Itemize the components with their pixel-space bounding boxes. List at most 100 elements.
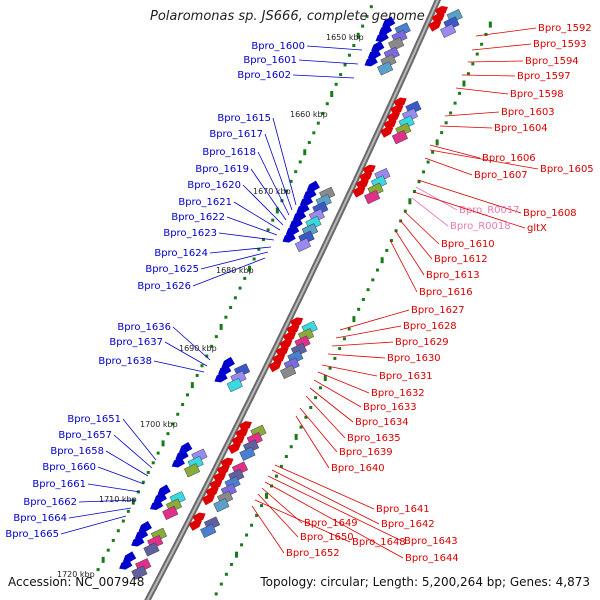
tick-mark	[214, 592, 218, 596]
gene-leader-line	[455, 87, 509, 95]
tick-mark	[333, 356, 337, 360]
gene-label-right: Bpro_1639	[339, 447, 393, 458]
gene-label-right: Bpro_1644	[405, 553, 459, 564]
gene-leader-line	[78, 499, 137, 503]
gene-arrow-left	[289, 217, 303, 229]
kbp-label: 1700 kbp	[140, 420, 178, 429]
gene-label-right: Bpro_1597	[517, 71, 571, 82]
tick-mark	[356, 32, 360, 39]
gene-block-right	[239, 446, 256, 461]
gene-leader-line	[233, 201, 281, 231]
gene-leader-line	[97, 466, 145, 485]
gene-label-left: Bpro_1620	[187, 180, 241, 191]
tick-mark	[369, 5, 373, 9]
gene-block-left	[162, 505, 179, 520]
gene-label-right: Bpro_1594	[525, 56, 579, 67]
tick-mark	[453, 101, 457, 105]
gene-label-left: Bpro_1665	[5, 529, 59, 540]
tick-mark	[412, 190, 416, 194]
tick-mark	[309, 405, 313, 409]
tick-mark	[440, 131, 444, 135]
tick-mark	[347, 53, 351, 57]
gene-leader-line	[292, 74, 355, 79]
gene-leader-line	[251, 505, 285, 554]
gene-arrow-left	[157, 484, 171, 496]
tick-mark	[289, 445, 293, 449]
tick-mark	[252, 257, 256, 261]
tick-mark	[417, 180, 421, 184]
gene-leader-line	[257, 151, 290, 216]
tick-mark	[444, 121, 448, 125]
tick-mark	[240, 543, 244, 547]
tick-mark	[480, 42, 484, 46]
gene-arrow-left	[221, 356, 235, 368]
gene-leader-line	[339, 309, 410, 331]
gene-label-left: Bpro_1617	[209, 129, 263, 140]
gene-leader-line	[271, 469, 380, 525]
tick-mark	[389, 239, 393, 243]
gene-label-left: Bpro_1619	[195, 164, 249, 175]
gene-leader-line	[295, 415, 330, 469]
tick-mark	[161, 440, 165, 447]
gene-leader-line	[327, 353, 386, 359]
tick-mark	[298, 160, 302, 164]
tick-mark	[274, 474, 278, 478]
gene-arrow-right	[380, 126, 394, 138]
gene-label-right: Bpro_1598	[510, 89, 564, 100]
gene-label-right: Bpro_1627	[411, 305, 465, 316]
tick-mark	[131, 498, 135, 505]
gene-arrow-left	[303, 187, 317, 199]
tick-mark	[238, 286, 242, 290]
kbp-label: 1710 kbp	[99, 495, 137, 504]
tick-mark	[375, 268, 379, 272]
gene-label-left: Bpro_1658	[50, 446, 104, 457]
gene-label-right: Bpro_1616	[419, 287, 473, 298]
kbp-label: 1690 kbp	[179, 344, 217, 353]
tick-mark	[294, 433, 298, 440]
tick-mark	[214, 335, 218, 339]
tick-mark	[403, 209, 407, 213]
gene-label-right: gltX	[527, 223, 547, 234]
tick-mark	[431, 150, 435, 154]
tick-mark	[366, 288, 370, 292]
gene-label-right: Bpro_1633	[363, 402, 417, 413]
gene-label-right: Bpro_1648	[352, 537, 406, 548]
tick-mark	[166, 432, 170, 436]
gene-arrow-left	[378, 23, 393, 35]
tick-mark	[339, 73, 343, 77]
tick-mark	[195, 373, 199, 377]
kbp-label: 1680 kbp	[216, 266, 254, 275]
tick-mark	[385, 248, 389, 252]
kbp-label: 1650 kbp	[326, 33, 364, 42]
tick-mark	[245, 533, 249, 537]
gene-arrow-left	[153, 491, 167, 503]
gene-leader-line	[299, 407, 338, 453]
gene-arrow-left	[218, 364, 232, 376]
gene-arrow-right	[352, 186, 366, 198]
gene-block-right	[280, 364, 297, 380]
gene-arrow-left	[134, 528, 149, 540]
tick-mark	[151, 461, 155, 465]
gene-label-right: Bpro_1610	[441, 239, 495, 250]
gene-leader-line	[272, 117, 297, 206]
topology-label: Topology: circular; Length: 5,200,264 bp…	[260, 575, 590, 589]
gene-leader-line	[411, 197, 449, 227]
gene-label-left: Bpro_1622	[171, 212, 225, 223]
tick-mark	[260, 504, 264, 508]
gene-arrow-left	[364, 55, 378, 67]
tick-mark	[304, 415, 308, 419]
gene-arrow-left	[292, 209, 307, 221]
gene-label-left: Bpro_1662	[23, 497, 77, 508]
gene-label-right: Bpro_1643	[404, 536, 458, 547]
gene-leader-line	[153, 360, 205, 373]
gene-leader-line	[257, 493, 299, 538]
tick-mark	[323, 375, 327, 382]
gene-arrow-left	[179, 441, 193, 453]
gene-leader-line	[264, 481, 404, 559]
tick-mark	[156, 451, 160, 455]
tick-mark	[219, 582, 223, 586]
gene-leader-line	[439, 125, 493, 129]
gene-block-right	[391, 130, 408, 145]
tick-mark	[352, 316, 356, 323]
tick-mark	[299, 425, 303, 429]
